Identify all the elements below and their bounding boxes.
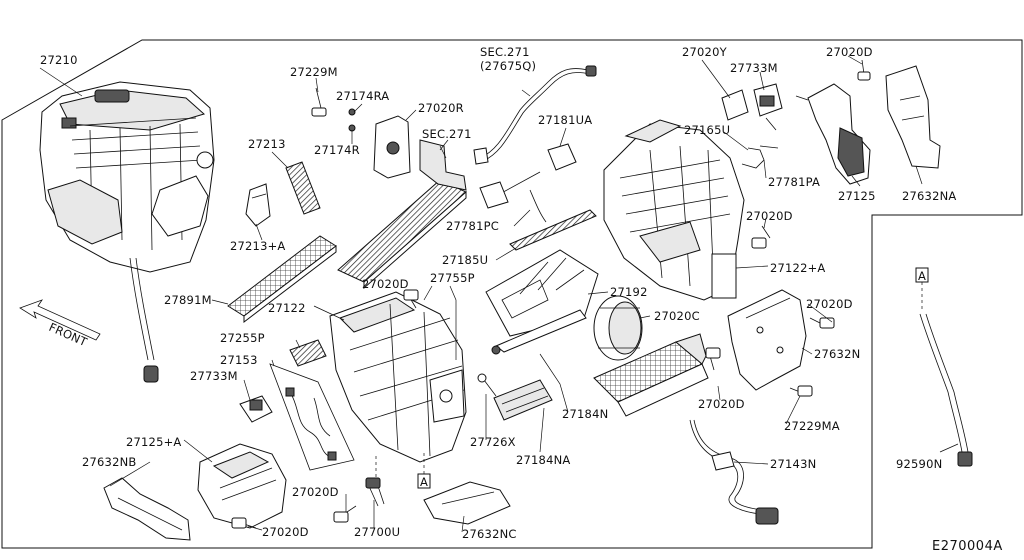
bolts-27229M <box>311 87 356 132</box>
label-27181UA: 27181UA <box>538 113 592 127</box>
label-27020D-r1: 27020D <box>746 209 793 223</box>
label-27229MA: 27229MA <box>784 419 840 433</box>
bolt-27020D-b2 <box>333 505 357 523</box>
label-27891M: 27891M <box>164 293 212 307</box>
actuator-27733M-left <box>239 395 273 423</box>
assembly-frame <box>1 39 1023 549</box>
door-27184NA <box>493 379 553 421</box>
label-27632NB: 27632NB <box>82 455 136 469</box>
hvac-unit-27122A <box>603 119 745 301</box>
label-27755P: 27755P <box>430 271 475 285</box>
bolt-27229MA <box>789 385 813 397</box>
label-27185U: 27185U <box>442 253 488 267</box>
ref-a-label-right: A <box>918 269 926 283</box>
actuator-27125 <box>795 83 871 185</box>
cabin-filter-27891M <box>227 235 337 324</box>
wire-27781PC <box>529 189 547 223</box>
bolt-27020D-mid <box>403 289 419 309</box>
diagram-code: E270004A <box>932 539 1003 554</box>
label-27020R: 27020R <box>418 101 464 115</box>
label-27174R: 27174R <box>314 143 360 157</box>
heater-core-27184N <box>593 333 709 417</box>
grille-27255P <box>289 339 327 367</box>
label-27781PA: 27781PA <box>768 175 820 189</box>
label-27781PC: 27781PC <box>446 219 499 233</box>
label-27733M-left: 27733M <box>190 369 238 383</box>
front-label: FRONT <box>47 320 90 349</box>
callout-labels: 27210 27229M 27174RA 27020R 27174R 27213… <box>40 45 956 541</box>
actuator-27733M-top <box>721 83 783 131</box>
actuator-27125A <box>197 443 287 529</box>
filter-strip-27185U <box>509 209 597 251</box>
hvac-case-27122 <box>329 291 467 463</box>
label-27125: 27125 <box>838 189 876 203</box>
evaporator-27020R <box>337 139 467 290</box>
label-27020Y: 27020Y <box>682 45 728 59</box>
ref-marker-a-right: A <box>915 267 929 283</box>
label-sec271-top: SEC.271 <box>480 45 530 59</box>
pipes-27143N <box>689 419 779 525</box>
label-sec271-top-sub: (27675Q) <box>480 59 536 73</box>
label-27122A: 27122+A <box>770 261 826 275</box>
label-27020C: 27020C <box>654 309 700 323</box>
front-direction-indicator: FRONT <box>19 299 101 349</box>
label-27153: 27153 <box>220 353 258 367</box>
label-27632NA: 27632NA <box>902 189 956 203</box>
label-27726X: 27726X <box>470 435 516 449</box>
label-27632NC: 27632NC <box>462 527 517 541</box>
label-27020D-top: 27020D <box>826 45 873 59</box>
label-27700U: 27700U <box>354 525 400 539</box>
label-sec271-mid: SEC.271 <box>422 127 472 141</box>
label-27020D-mid: 27020D <box>362 277 409 291</box>
bracket-27020R <box>373 115 411 179</box>
label-27020D-r3: 27020D <box>698 397 745 411</box>
leader-lines <box>39 55 959 533</box>
label-27165U: 27165U <box>684 123 730 137</box>
label-27210: 27210 <box>40 53 78 67</box>
hvac-assembly-27210 <box>39 81 215 383</box>
bolt-27020D-b1 <box>231 517 257 529</box>
label-27184NA: 27184NA <box>516 453 570 467</box>
grille-27213 <box>285 161 321 215</box>
bracket-27632NA <box>885 65 941 169</box>
label-27213A: 27213+A <box>230 239 286 253</box>
motor-bracket-27181UA <box>479 143 577 209</box>
label-27122: 27122 <box>268 301 306 315</box>
label-27632N: 27632N <box>814 347 860 361</box>
blower-housing-27755P <box>485 249 599 355</box>
bolt-27020D-top <box>857 59 871 81</box>
bolt-27020D-r1 <box>751 225 771 249</box>
pipe-sec271-top <box>473 65 597 165</box>
label-92590N: 92590N <box>896 457 942 471</box>
bracket-27632NC <box>423 481 511 525</box>
label-27174RA: 27174RA <box>336 89 389 103</box>
label-27255P: 27255P <box>220 331 265 345</box>
blower-fan-27020C <box>593 295 643 361</box>
label-27020D-r2: 27020D <box>806 297 853 311</box>
label-27229M: 27229M <box>290 65 338 79</box>
label-27020D-b1: 27020D <box>292 485 339 499</box>
label-27192: 27192 <box>610 285 648 299</box>
bracket-27632N <box>727 289 807 391</box>
bolt-27020D-r3 <box>705 347 721 371</box>
harness-27153 <box>269 363 355 471</box>
label-27143N: 27143N <box>770 457 816 471</box>
bracket-27213A <box>245 183 271 227</box>
link-27700U <box>365 456 385 507</box>
ref-marker-a-bottom: A <box>417 450 431 489</box>
label-27213: 27213 <box>248 137 286 151</box>
drain-hose-92590N <box>919 282 973 467</box>
label-27184N: 27184N <box>562 407 608 421</box>
bracket-27632NB <box>103 477 191 541</box>
ref-a-label-bottom: A <box>420 475 428 489</box>
label-27020D-b2: 27020D <box>262 525 309 539</box>
front-arrow-icon <box>19 299 101 341</box>
lever-27726X <box>477 373 497 397</box>
label-27125A: 27125+A <box>126 435 182 449</box>
label-27733M-top: 27733M <box>730 61 778 75</box>
bolt-27020D-r2 <box>809 317 835 329</box>
